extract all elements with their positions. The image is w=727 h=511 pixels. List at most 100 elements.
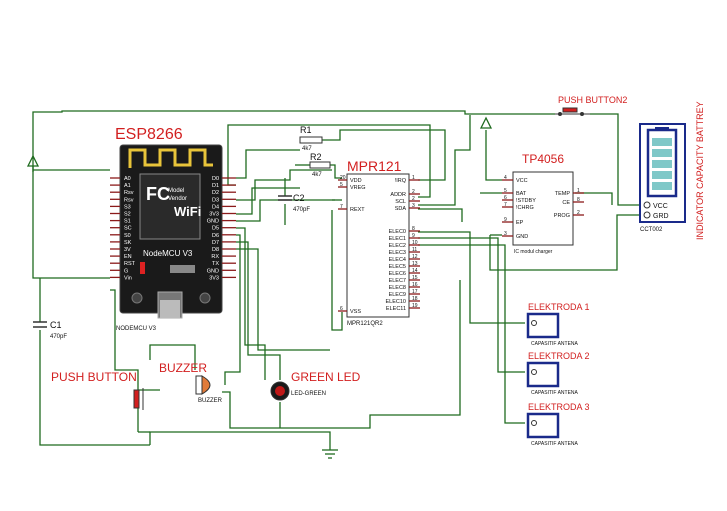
tp-left-pin-label: VCC — [516, 178, 528, 184]
mpr-pin-number: 14 — [412, 268, 418, 274]
resistor-r1: R1 4k7 — [299, 125, 323, 152]
buzzer-title: BUZZER — [159, 361, 207, 375]
esp-right-pin-label: RX — [211, 254, 219, 260]
c2-value: 470pF — [293, 207, 310, 213]
tp-pin-number: 5 — [504, 188, 507, 194]
mpr-pin-number: 10 — [412, 240, 418, 246]
mpr-right-pin-label: ELEC8 — [389, 285, 406, 291]
electrode-title: ELEKTRODA 3 — [528, 402, 590, 412]
mpr-pin-number: 6 — [340, 306, 343, 312]
tp-title: TP4056 — [522, 152, 564, 166]
esp-left-pin-label: A0 — [124, 176, 131, 182]
battery-grd: GRD — [653, 213, 669, 220]
esp-left-pin-label: RST — [124, 261, 136, 267]
mpr-left-pin-label: REXT — [350, 207, 365, 213]
tp-pin-number: 3 — [504, 231, 507, 237]
esp-right-pin-label: D6 — [212, 233, 219, 239]
mpr-pin-number: 16 — [412, 282, 418, 288]
mpr-right-pin-label: ELEC5 — [389, 264, 406, 270]
electrode-pad-icon — [526, 361, 560, 388]
ground-icon — [322, 449, 338, 459]
mpr-right-pin-label: SDA — [395, 206, 407, 212]
green-led: GREEN LED LED-GREEN — [270, 370, 361, 401]
tp-pin-number: 7 — [504, 202, 507, 208]
r2-value: 4k7 — [312, 172, 322, 178]
esp-right-pin-label: D8 — [212, 247, 219, 253]
r1-name: R1 — [300, 125, 312, 135]
tp-pin-number: 6 — [504, 195, 507, 201]
tp-pin-number: 4 — [504, 175, 507, 181]
mpr-pin-number: 5 — [340, 182, 343, 188]
mpr-pin-number: 20 — [340, 175, 346, 181]
esp-right-pin-label: D2 — [212, 190, 219, 196]
mpr-pin-number: 19 — [412, 303, 418, 309]
led-component — [140, 262, 145, 274]
push-button: PUSH BUTTON — [51, 370, 144, 410]
vcc-arrow-icon — [26, 154, 40, 172]
push-button-title: PUSH BUTTON — [51, 370, 137, 384]
tp-left-pin-label: BAT — [516, 191, 527, 197]
electrode-title: ELEKTRODA 2 — [528, 351, 590, 361]
battery-title: INDICATOR CAPACITY BATTREY — [695, 101, 705, 240]
mpr-pin-number: 17 — [412, 289, 418, 295]
esp-footer: NODEMCU V3 — [116, 326, 157, 332]
c2-name: C2 — [293, 193, 305, 203]
esp8266-module: ESP8266 FC Model Vendor WiFi NodeMCU V3 … — [110, 126, 236, 332]
tp-left-pin-label: EP — [516, 220, 524, 226]
mpr-pin-number: 18 — [412, 296, 418, 302]
mpr-right-pin-label: ELEC9 — [389, 292, 406, 298]
mpr-right-pin-label: ELEC3 — [389, 250, 406, 256]
electrode-pad-icon — [526, 412, 560, 439]
reset-button-icon — [131, 292, 143, 304]
esp-left-pin-label: S2 — [124, 212, 131, 218]
mpr-pin-number: 7 — [340, 204, 343, 210]
mpr-right-pin-label: SCL — [395, 199, 406, 205]
resistor-r2: R2 4k7 — [309, 152, 331, 178]
tp-left-pin-label: !STDBY — [516, 198, 536, 204]
esp-left-pin-label: S3 — [124, 204, 131, 210]
esp-right-pin-label: D1 — [212, 183, 219, 189]
battery-vcc: VCC — [653, 203, 668, 210]
esp-right-pin-label: D7 — [212, 240, 219, 246]
tp-left-pin-label: !CHRG — [516, 205, 534, 211]
mpr-pin-number: 15 — [412, 275, 418, 281]
esp-right-pin-label: GND — [207, 219, 219, 225]
mpr-right-pin-label: ELEC2 — [389, 243, 406, 249]
tp-right-pin-label: CE — [562, 200, 570, 206]
tp-chip — [512, 171, 574, 246]
esp-right-pin-label: D4 — [212, 204, 219, 210]
mpr-left-pin-label: VDD — [350, 178, 362, 184]
mpr-pin-number: 13 — [412, 261, 418, 267]
led-title: GREEN LED — [291, 370, 361, 384]
battery-part: CCT002 — [640, 227, 663, 233]
esp-right-pin-label: D5 — [212, 226, 219, 232]
tp-pin-number: 2 — [577, 210, 580, 216]
buzzer-icon — [195, 375, 203, 395]
button-icon — [562, 107, 578, 113]
esp-left-pin-label: EN — [124, 254, 132, 260]
esp-left-pin-label: A1 — [124, 183, 131, 189]
esp-left-pin-label: G — [124, 268, 128, 274]
mpr-pin-number: 3 — [412, 203, 415, 209]
mpr-footer: MPR121QR2 — [347, 321, 383, 327]
esp-left-pin-label: SC — [124, 226, 132, 232]
tp-footer: IC modul charger — [514, 249, 553, 255]
esp-left-pin-label: SK — [124, 240, 132, 246]
esp-right-pin-label: TX — [212, 261, 219, 267]
mpr-pin-number: 11 — [412, 247, 417, 253]
mpr-pin-number: 9 — [412, 233, 415, 239]
tp-right-pin-label: PROG — [554, 213, 570, 219]
esp-left-pin-label: Rsv — [124, 197, 134, 203]
mpr-left-pin-label: VSS — [350, 309, 361, 315]
mpr-pin-number: 8 — [412, 226, 415, 232]
esp-right-pin-label: GND — [207, 268, 219, 274]
r1-value: 4k7 — [302, 146, 312, 152]
capacitor-c1: C1 470pF — [33, 320, 67, 340]
